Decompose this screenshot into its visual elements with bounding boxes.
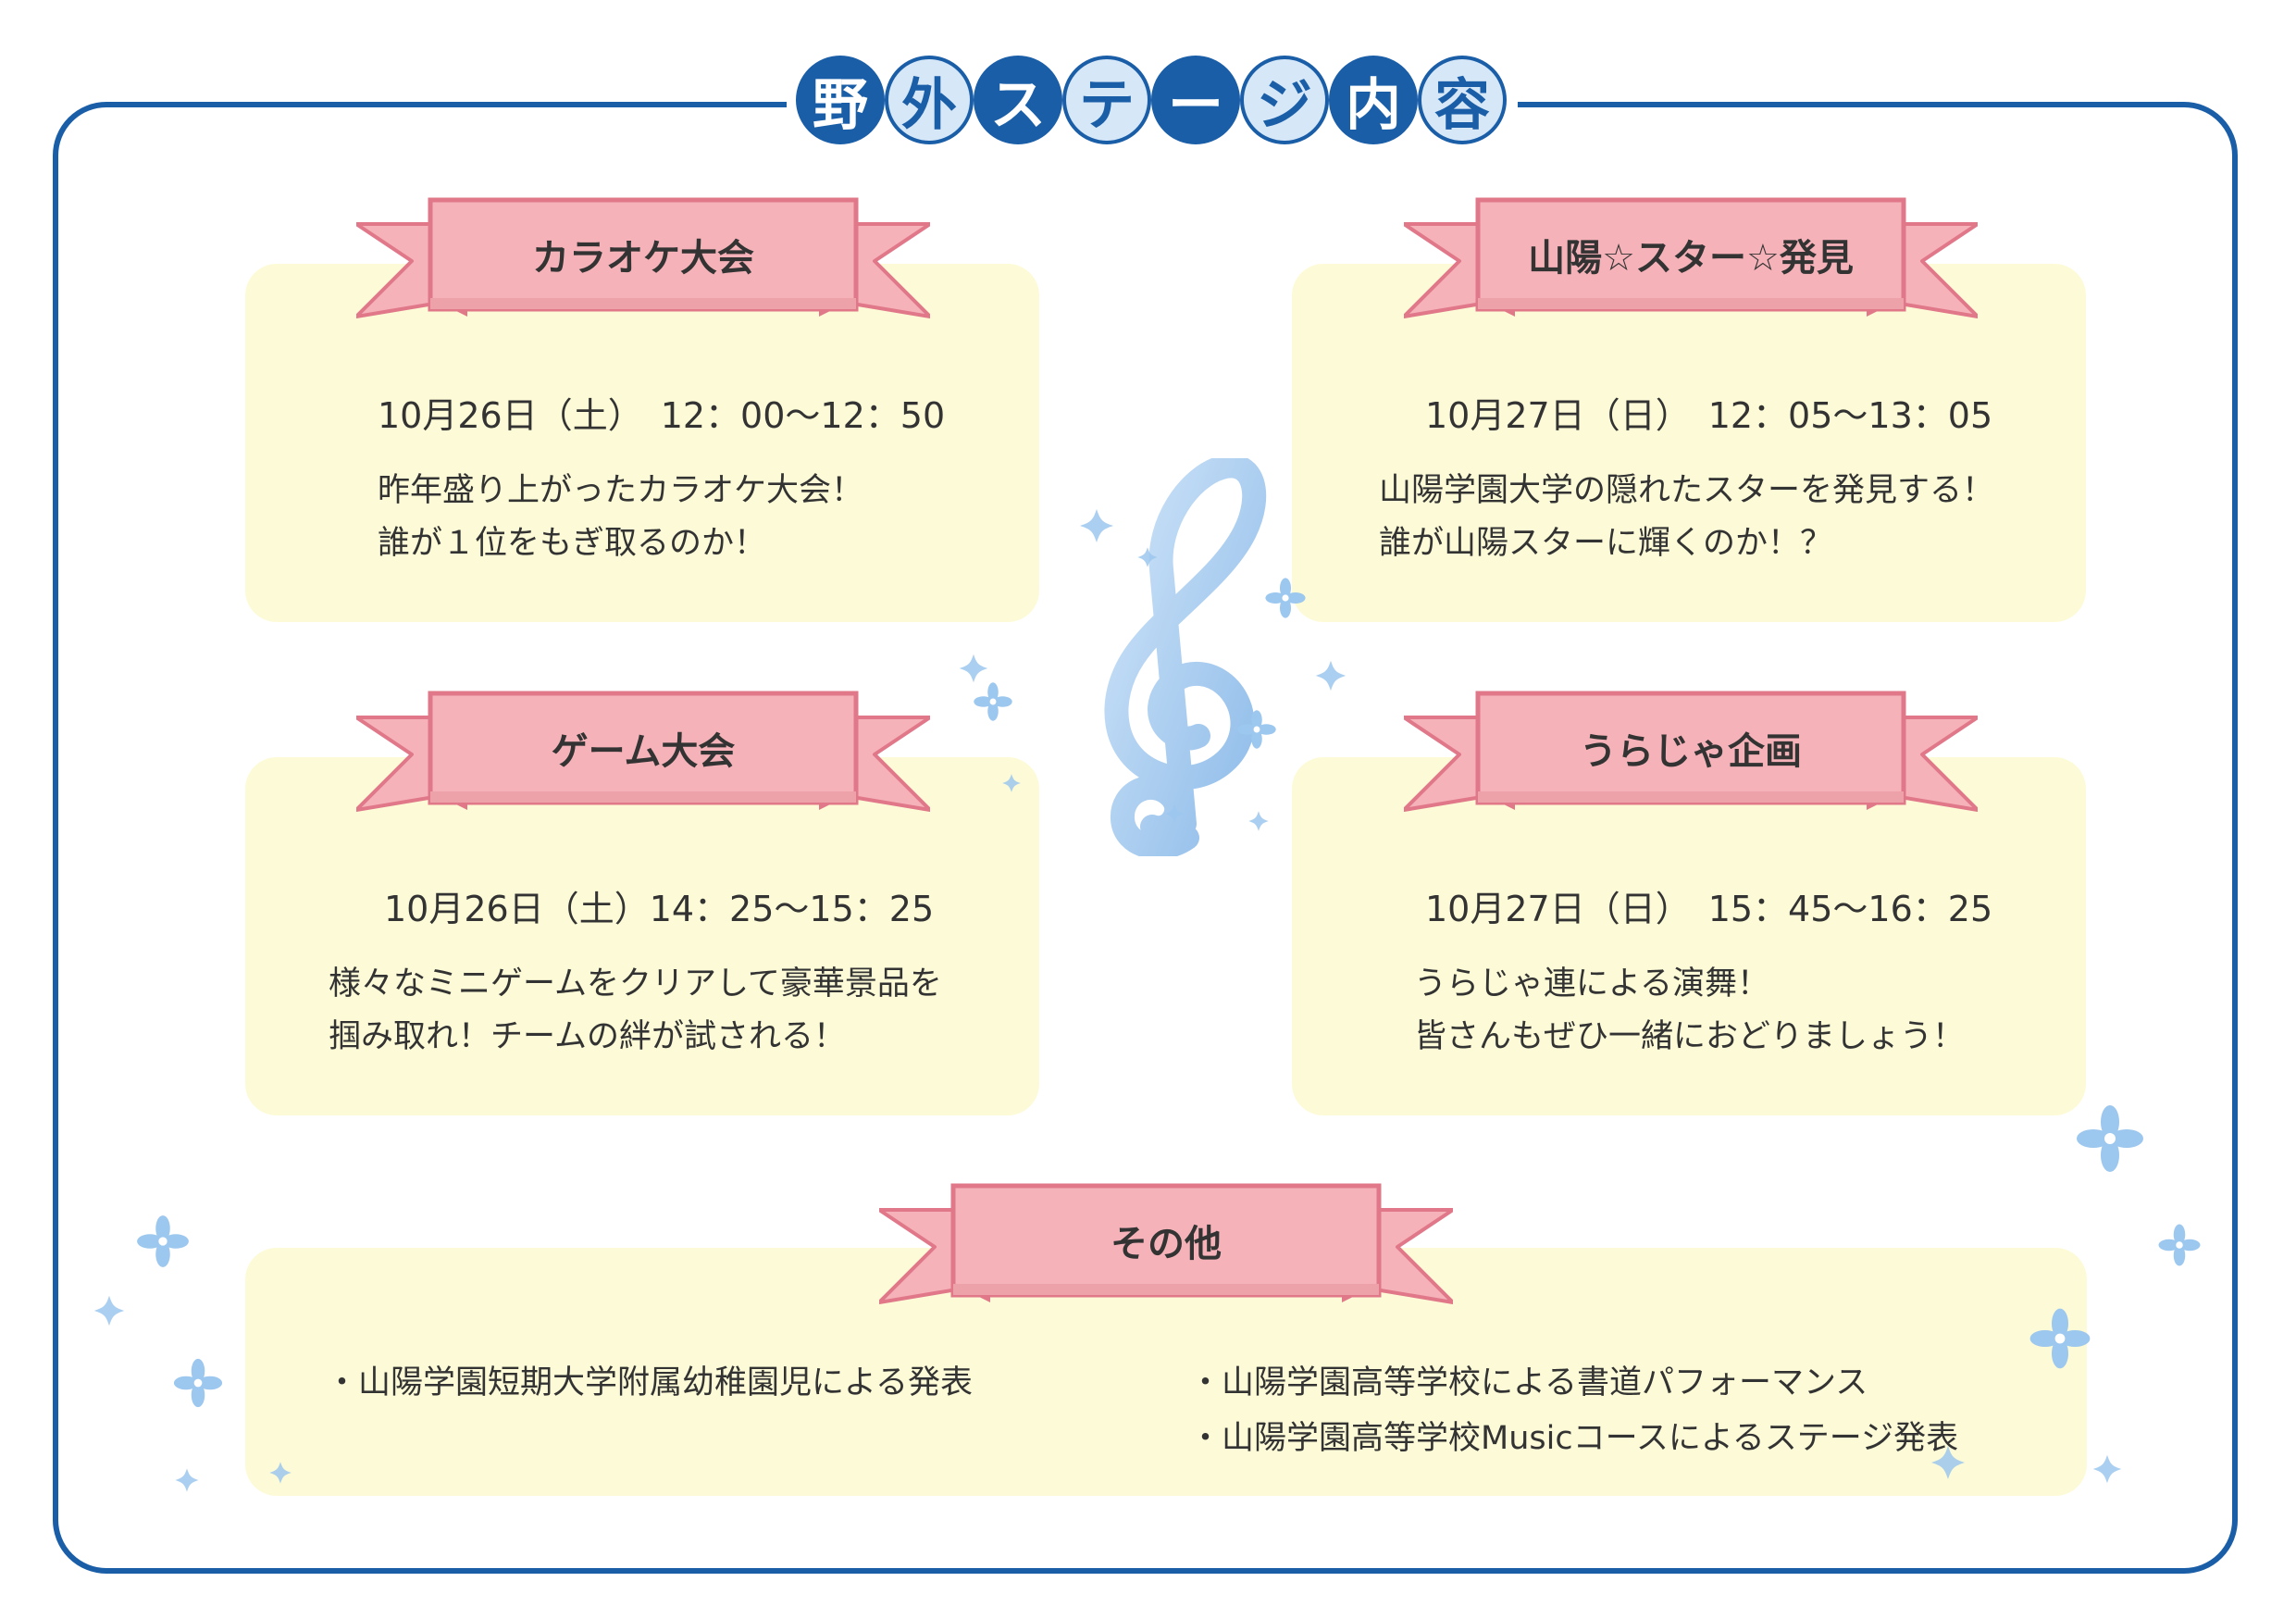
other-title: その他: [1111, 1223, 1222, 1265]
other-ribbon: その他: [879, 1182, 1453, 1312]
event-ribbon: うらじゃ企画: [1404, 690, 1978, 819]
title-char: 容: [1418, 56, 1507, 144]
title-char: 野: [796, 56, 885, 144]
event-card-star: [1292, 264, 2086, 622]
event-ribbon: ゲーム大会: [356, 690, 930, 819]
event-description-line: 山陽学園大学の隠れたスターを発見する！: [1379, 472, 1995, 509]
event-description-line: 掴み取れ！チームの絆が試される！: [329, 1018, 846, 1055]
title-char: 内: [1329, 56, 1418, 144]
event-description-line: うらじゃ連による演舞！: [1414, 965, 1769, 1003]
sparkle-icon: [1930, 1444, 1967, 1481]
event-title: 山陽☆スター☆発見: [1528, 237, 1854, 280]
sparkle-icon: [2027, 1305, 2093, 1372]
treble-clef-icon: [1104, 458, 1267, 856]
sparkle-icon: [1164, 803, 1185, 824]
event-description: うらじゃ連による演舞！ 皆さんもぜひ一緒におどりましょう！: [1414, 958, 1965, 1064]
sparkle-icon: [1235, 708, 1278, 751]
event-card-game: [245, 757, 1039, 1115]
sparkle-icon: [972, 680, 1014, 723]
event-description: 山陽学園大学の隠れたスターを発見する！ 誰が山陽スターに輝くのか！？: [1379, 465, 1994, 570]
title-char: ー: [1151, 56, 1240, 144]
sparkle-icon: [268, 1461, 292, 1485]
event-description-line: 誰が１位をもぎ取るのか！: [378, 525, 767, 562]
event-card-karaoke: [245, 264, 1039, 622]
event-ribbon: カラオケ大会: [356, 196, 930, 326]
sparkle-icon: [2073, 1102, 2147, 1176]
sparkle-icon: [1247, 810, 1270, 832]
sparkle-icon: [1314, 659, 1347, 692]
sparkle-icon: [171, 1356, 225, 1410]
event-description-line: 昨年盛り上がったカラオケ大会！: [378, 472, 864, 509]
sparkle-icon: [1078, 507, 1115, 544]
title-char: 外: [885, 56, 974, 144]
event-ribbon: 山陽☆スター☆発見: [1404, 196, 1978, 326]
sparkle-icon: [1263, 576, 1308, 620]
title-char: ジ: [1240, 56, 1329, 144]
event-description: 様々なミニゲームをクリアして豪華景品を 掴み取れ！チームの絆が試される！: [329, 958, 942, 1064]
other-item: ・山陽学園高等学校による書道パフォーマンス: [1189, 1364, 1868, 1401]
event-date: 10月26日（土） 12：00〜12：50: [378, 395, 946, 436]
sparkle-icon: [93, 1294, 126, 1327]
event-date: 10月27日（日） 15：45〜16：25: [1425, 889, 1993, 929]
sparkle-icon: [2156, 1222, 2203, 1268]
other-item: ・山陽学園高等学校Musicコースによるステージ発表: [1189, 1420, 1959, 1457]
event-description-line: 皆さんもぜひ一緒におどりましょう！: [1414, 1018, 1966, 1055]
event-title: カラオケ大会: [532, 237, 754, 280]
title-char: テ: [1062, 56, 1151, 144]
event-description: 昨年盛り上がったカラオケ大会！ 誰が１位をもぎ取るのか！: [378, 465, 863, 570]
event-card-uraja: [1292, 757, 2086, 1115]
event-date: 10月27日（日） 12：05〜13：05: [1425, 395, 1993, 436]
sparkle-icon: [2091, 1453, 2123, 1485]
sparkle-icon: [958, 653, 989, 684]
sparkle-icon: [1136, 546, 1159, 568]
sparkle-icon: [134, 1213, 192, 1270]
sparkle-icon: [1001, 773, 1022, 793]
sparkle-icon: [174, 1467, 200, 1493]
event-description-line: 誰が山陽スターに輝くのか！？: [1379, 525, 1833, 562]
event-description-line: 様々なミニゲームをクリアして豪華景品を: [329, 965, 942, 1003]
page-title: 野 外 ス テ ー ジ 内 容: [796, 56, 1507, 152]
title-char: ス: [974, 56, 1062, 144]
other-item: ・山陽学園短期大学附属幼稚園児による発表: [326, 1364, 973, 1401]
event-title: うらじゃ企画: [1580, 730, 1802, 773]
event-title: ゲーム大会: [551, 730, 736, 773]
event-date: 10月26日（土）14：25〜15：25: [384, 889, 935, 929]
